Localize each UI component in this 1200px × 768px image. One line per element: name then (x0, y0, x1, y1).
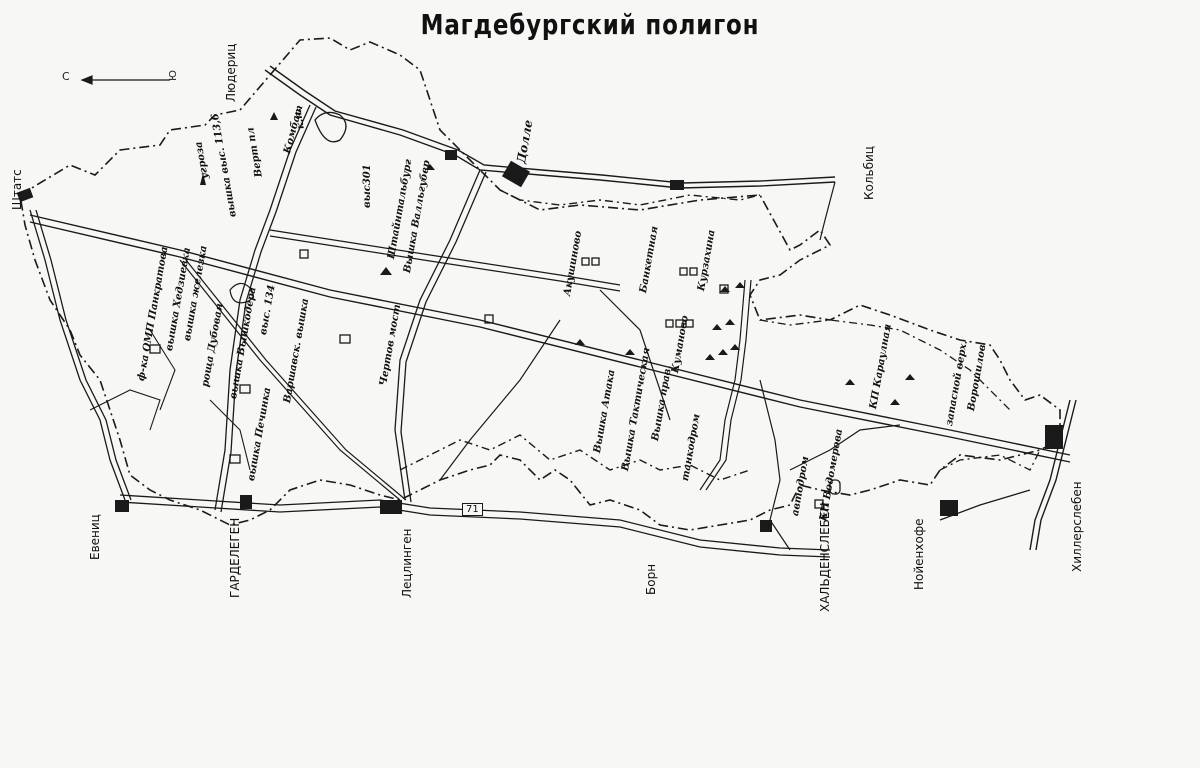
town-born: Борн (644, 563, 658, 595)
road-east (699, 279, 746, 491)
site-ot-301: выс301 (362, 164, 373, 208)
road-top (264, 65, 836, 189)
town-jevenitz: Евениц (88, 514, 102, 560)
road-hillersleben (1035, 399, 1077, 551)
site-symbols (149, 249, 841, 509)
compass-north-label: Ю (167, 70, 179, 81)
track (185, 259, 407, 501)
road-hillersleben (1029, 399, 1071, 551)
house-markers (200, 112, 915, 405)
road-jevenitz (29, 209, 126, 501)
road-east (789, 424, 901, 471)
town-kolbitz: Кольбиц (862, 146, 876, 200)
town-letzlingen: Лецлинген (400, 528, 414, 598)
compass-south-label: С (62, 70, 70, 83)
polygon-boundary (19, 37, 1061, 531)
track (209, 399, 251, 471)
inner-sector-line (499, 189, 761, 206)
road-east (759, 379, 791, 551)
town-hillersleben: Хиллерслебен (1070, 481, 1084, 572)
main-highway (29, 214, 1071, 463)
river-loop (314, 111, 347, 143)
road-east (705, 279, 752, 491)
track (269, 229, 621, 286)
track (269, 235, 621, 292)
track (89, 389, 161, 431)
inner-sector-line (939, 449, 1041, 471)
compass-arrow (80, 75, 170, 85)
town-gardelegen: ГАРДЕЛЕГЕН (228, 517, 242, 598)
track (179, 259, 401, 501)
road-west (214, 104, 317, 513)
town-neuenhofe: Нойенхофе (912, 518, 926, 590)
track (599, 289, 671, 421)
town-luderitz: Людериц (224, 43, 238, 102)
town-stats: Штатс (10, 169, 24, 210)
inner-sector-line (759, 319, 1011, 411)
road-number-71: 71 (462, 503, 483, 516)
inner-sector-line (399, 434, 751, 481)
road-jevenitz (35, 209, 132, 501)
road-letzlingen (394, 169, 487, 503)
grove-dubovaya (229, 282, 254, 304)
track (149, 329, 176, 411)
town-blocks (16, 150, 1063, 532)
map-title: Магдебургский полигон (420, 8, 760, 41)
road-kolbitz-south (819, 181, 836, 241)
track (439, 319, 561, 481)
